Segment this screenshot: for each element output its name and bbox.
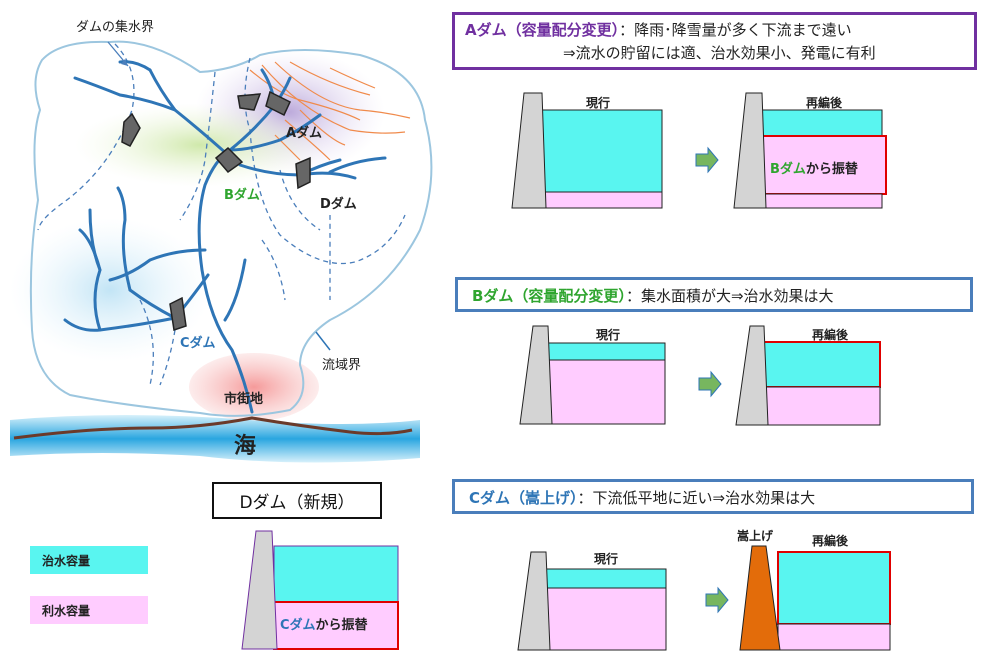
dam-upper-left-icon	[121, 112, 141, 147]
panel-d-note-name: Cダム	[280, 618, 316, 633]
catchment-boundaries	[37, 43, 406, 386]
contour-lines	[249, 61, 411, 161]
panel-b-label-current: 現行	[596, 328, 621, 342]
panel-b-arrow	[698, 370, 722, 398]
legend-flood-label: 治水容量	[42, 553, 91, 568]
panel-b-current-water	[547, 359, 666, 425]
panel-d-note: Cダムから振替	[280, 614, 368, 633]
basin-label: 流域界	[322, 358, 362, 373]
legend-water-use-capacity: 利水容量	[30, 596, 148, 624]
panel-c-after-water	[777, 623, 891, 651]
dam-d-map-label: Dダム	[320, 197, 357, 212]
panel-a-label-after: 再編後	[806, 96, 843, 110]
river-basin-map: ダムの集水界 Aダム Bダム Dダム Cダム 流域界 市街地 海	[0, 0, 440, 465]
panel-a-arrow	[695, 146, 719, 174]
legend-flood-capacity: 治水容量	[30, 546, 148, 574]
dam-c-region	[10, 218, 210, 362]
panel-b-after-water	[762, 386, 881, 426]
panel-a-current-water	[539, 191, 663, 209]
panel-b-current-dam	[519, 325, 553, 425]
panel-c-current-flood	[545, 568, 667, 589]
dam-c-icon	[169, 296, 187, 331]
dam-a-map-label: Aダム	[286, 126, 323, 141]
panel-d-title-text: Dダム（新規）	[239, 493, 355, 513]
panel-b-title: Bダム（容量配分変更）：集水面積が大⇒治水効果は大	[455, 277, 973, 312]
panel-d-flood	[273, 545, 399, 603]
panel-c-label-current: 現行	[594, 552, 619, 566]
panel-a-after-dam	[733, 92, 767, 209]
sea-area	[10, 415, 420, 463]
panel-c-label-raise: 嵩上げ	[737, 529, 774, 543]
panel-b-after-flood	[762, 341, 881, 388]
panel-b-title-prefix: Bダム（容量配分変更）	[472, 287, 626, 305]
dam-b-map-label: Bダム	[224, 188, 260, 203]
panel-a-note-rest: から振替	[805, 162, 858, 177]
dam-c-map-label: Cダム	[180, 336, 216, 351]
panel-c-after-flood	[777, 551, 891, 625]
panel-c-title-rest: ：下流低平地に近い⇒治水効果は大	[577, 489, 816, 507]
city-region	[189, 353, 319, 421]
panel-d-dam	[241, 530, 278, 650]
panel-b-current-flood	[547, 342, 666, 361]
dam-d-icon	[295, 156, 311, 190]
panel-a-title-rest: ：降雨･降雪量が多く下流まで遠い	[619, 21, 852, 39]
panel-d-title: Dダム（新規）	[212, 482, 382, 519]
panel-c-arrow	[705, 586, 729, 614]
panel-c-after-dam-raised	[739, 545, 781, 651]
panel-c-current-water	[545, 587, 667, 651]
panel-a-after-water	[761, 193, 883, 209]
panel-b-after-dam	[735, 325, 769, 426]
panel-a-label-current: 現行	[586, 96, 611, 110]
panel-c-current-dam	[517, 551, 551, 651]
dam-b-icon	[214, 146, 244, 174]
panel-c-title-prefix: Cダム（嵩上げ）	[469, 489, 578, 507]
panel-a-title-prefix: Aダム（容量配分変更）	[465, 21, 620, 39]
panel-b-label-after: 再編後	[812, 328, 849, 342]
legend-water-label: 利水容量	[42, 603, 91, 618]
panel-a-after-flood	[761, 109, 883, 137]
dam-a-icons	[237, 90, 291, 117]
panel-a-current-flood	[539, 109, 663, 193]
catchment-label: ダムの集水界	[76, 20, 155, 35]
panel-a-title-line2: ⇒流水の貯留には適、治水効果小、発電に有利	[563, 44, 876, 62]
panel-a-note: Bダムから振替	[770, 158, 858, 177]
panel-a-note-name: Bダム	[770, 162, 806, 177]
panel-a-title: Aダム（容量配分変更）：降雨･降雪量が多く下流まで遠い ⇒流水の貯留には適、治水…	[452, 12, 977, 70]
sea-label: 海	[234, 434, 257, 459]
panel-a-current-dam	[511, 92, 547, 209]
basin-boundary	[29, 40, 433, 417]
panel-c-title: Cダム（嵩上げ）：下流低平地に近い⇒治水効果は大	[452, 479, 974, 514]
panel-d-note-rest: から振替	[315, 618, 368, 633]
panel-b-title-rest: ：集水面積が大⇒治水効果は大	[625, 287, 834, 305]
city-label: 市街地	[224, 392, 264, 407]
panel-c-label-after: 再編後	[812, 534, 849, 548]
